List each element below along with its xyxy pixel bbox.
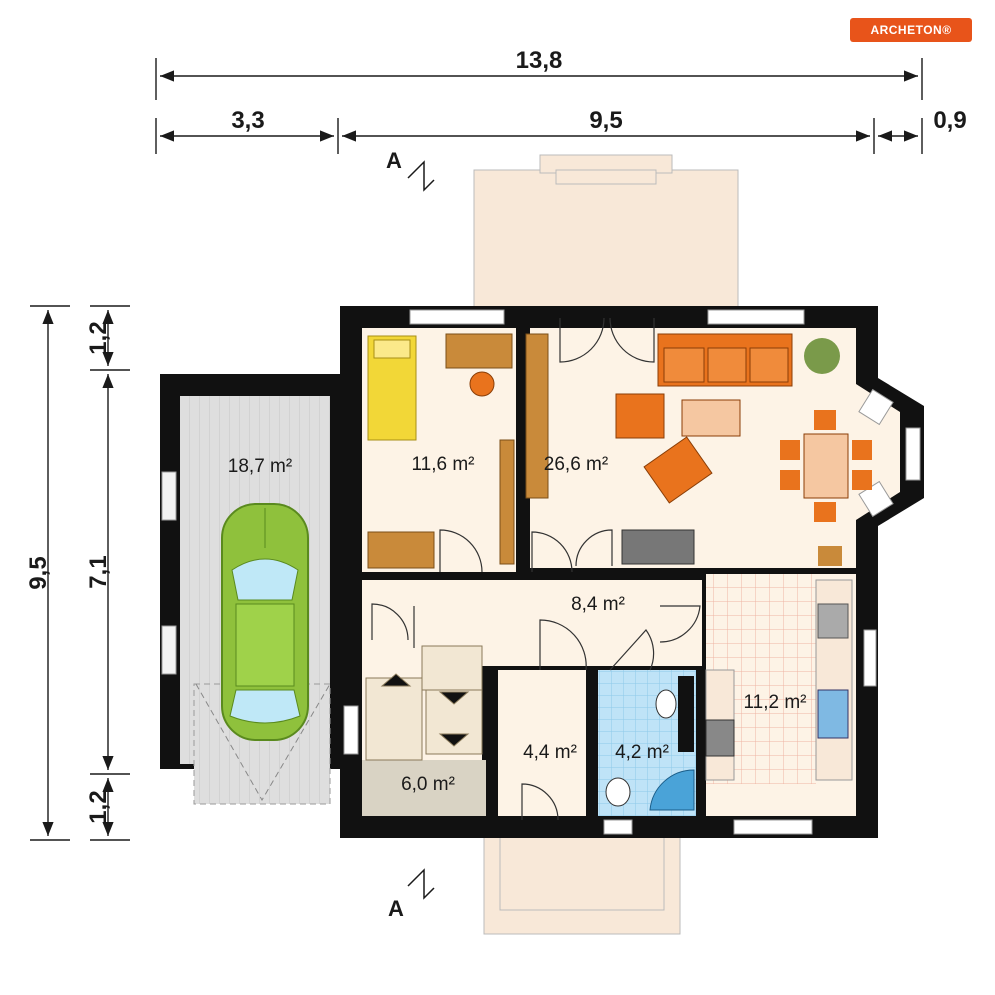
dim-segment-middle: 9,5: [589, 107, 622, 134]
windows: [343, 309, 921, 835]
dim-depth-top: 1,2: [85, 321, 112, 354]
room-area-garage: 18,7 m²: [228, 456, 292, 477]
bathroom-fixtures: [605, 689, 695, 811]
bedroom-furniture: [367, 333, 549, 569]
stairs: [365, 645, 483, 761]
room-area-bathroom: 4,2 m²: [615, 742, 669, 763]
dim-segment-right: 0,9: [933, 107, 966, 134]
room-area-hall: 8,4 m²: [571, 594, 625, 615]
dim-total-depth: 9,5: [25, 556, 52, 589]
terrace-bottom: [483, 835, 681, 935]
living-furniture: [615, 333, 872, 566]
room-area-kitchen: 11,2 m²: [743, 692, 806, 713]
kitchen-furniture: [678, 579, 853, 781]
dimension-lines: [30, 58, 923, 841]
room-area-storage: 6,0 m²: [401, 774, 455, 795]
dim-total-width: 13,8: [516, 47, 563, 74]
brand-name: ARCHETON: [870, 23, 943, 37]
room-area-vestibule: 4,4 m²: [523, 742, 577, 763]
section-cut-top: A: [386, 148, 435, 192]
terrace-top: [473, 154, 739, 311]
room-area-living-room: 26,6 m²: [544, 454, 608, 475]
section-cut-bottom: A: [388, 868, 435, 921]
room-area-bedroom: 11,6 m²: [411, 454, 474, 475]
section-label-bottom: A: [388, 896, 404, 921]
brand-reg: ®: [942, 23, 952, 37]
archeton-logo: ARCHETON®: [850, 18, 972, 42]
car-icon: [221, 503, 309, 741]
section-label-top: A: [386, 148, 402, 173]
dim-segment-left: 3,3: [231, 107, 264, 134]
dim-depth-middle: 7,1: [85, 555, 112, 588]
dim-depth-bottom: 1,2: [85, 790, 112, 823]
doors: [371, 317, 701, 821]
